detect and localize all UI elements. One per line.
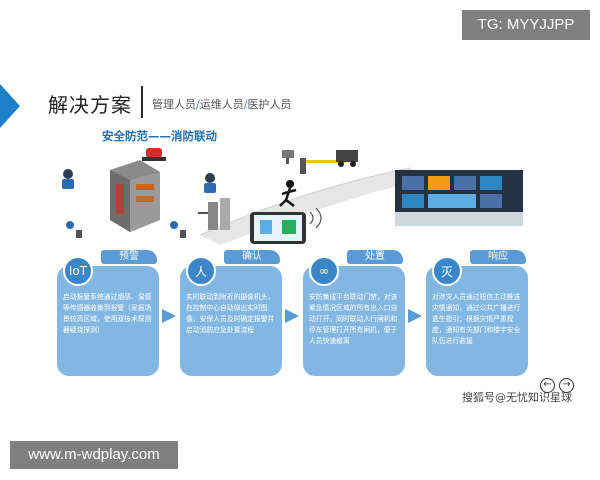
step-tag-confirm: 确认 [224, 250, 280, 264]
step-card-handle: 处置 ∞ 安防集成平台联动门禁，对该紧急情况区域的所有出入口自动打开，同时联动人… [303, 250, 405, 376]
sensor-icon [170, 221, 186, 238]
control-room-icon [395, 170, 523, 226]
slide-title: 解决方案 [48, 93, 132, 117]
guard-person-icon: 人 [186, 256, 216, 286]
step-body-respond: 对涉灾人员通过短信主动推送灾情通知，通过公共广播进行逃生指引；根据灾情严重程度，… [432, 293, 521, 345]
step-body-confirm: 实时联动到附近的摄像机头，在控制中心自动弹出实时图像，安保人员及时确定报警并启动… [186, 293, 275, 334]
road-shape [200, 168, 420, 245]
guard-icon [62, 169, 74, 189]
tg-badge: TG: MYYJJPP [462, 10, 590, 40]
alarm-light-icon [142, 148, 166, 161]
guard-icon [204, 173, 216, 193]
fire-extinguisher-icon: 灭 [432, 256, 462, 286]
step-card-respond: 响应 灭 对涉灾人员通过短信主动推送灾情通知，通过公共广播进行逃生指引；根据灾情… [426, 250, 528, 376]
gate-icon [198, 198, 230, 230]
sohu-watermark: 搜狐号@无忧知识星球 [462, 391, 572, 404]
sensor-icon [66, 221, 82, 238]
title-divider [141, 86, 143, 118]
building-icon [110, 160, 160, 232]
role-medical: 医护人员 [247, 98, 292, 111]
role-manager: 管理人员 [152, 98, 196, 111]
step-card-alert: 预警 IoT 启动报警系统通过烟感、温感等传感器收集到报警（采报场景较高区域，使… [57, 250, 159, 376]
step-tag-respond: 响应 [470, 250, 526, 264]
camera-icon [282, 150, 294, 164]
flow-arrow-icon [285, 309, 299, 323]
running-person-icon [279, 180, 297, 207]
iot-icon: IoT [63, 256, 93, 286]
url-badge: www.m-wdplay.com [10, 441, 178, 469]
slide-corner-marker [0, 84, 20, 128]
step-tag-alert: 预警 [101, 250, 157, 264]
step-body-handle: 安防集成平台联动门禁，对该紧急情况区域的所有出入口自动打开，同时联动人行闸机和停… [309, 293, 398, 345]
prev-slide-button[interactable]: ← [540, 378, 555, 393]
next-slide-button[interactable]: → [559, 378, 574, 393]
signal-waves [309, 207, 322, 229]
parking-barrier-icon [300, 150, 358, 174]
link-chain-icon: ∞ [309, 256, 339, 286]
fire-linkage-illustration [62, 148, 523, 245]
role-separator: / [243, 98, 248, 111]
step-card-confirm: 确认 人 实时联动到附近的摄像机头，在控制中心自动弹出实时图像，安保人员及时确定… [180, 250, 282, 376]
flow-arrow-icon [408, 309, 422, 323]
step-body-alert: 启动报警系统通过烟感、温感等传感器收集到报警（采报场景较高区域，使用双技术探测器… [63, 293, 152, 334]
tablet-icon [250, 212, 306, 244]
flow-arrow-icon [162, 309, 176, 323]
role-ops: 运维人员 [199, 98, 244, 111]
step-tag-handle: 处置 [347, 250, 403, 264]
roles-line: 管理人员/运维人员/医护人员 [152, 96, 291, 112]
section-subtitle: 安全防范——消防联动 [102, 129, 217, 143]
role-separator: / [196, 98, 200, 111]
